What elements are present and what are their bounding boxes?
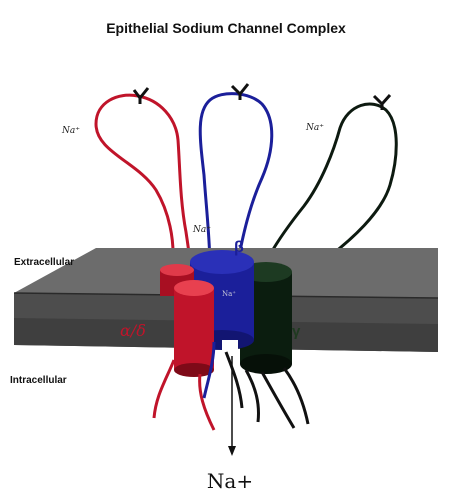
na-label-left: Na⁺ — [61, 126, 80, 136]
intracellular-label: Intracellular — [10, 375, 67, 386]
sodium-flow-arrowhead-icon — [228, 446, 236, 456]
na-label-right: Na⁺ — [305, 123, 324, 133]
alpha-delta-subunit — [174, 280, 214, 377]
diagram-title: Epithelial Sodium Channel Complex — [106, 20, 346, 36]
alpha-delta-label: α/δ — [120, 321, 146, 340]
glycosylation-y-icon-right — [374, 95, 390, 110]
gamma-tail-2 — [262, 372, 294, 428]
na-label-bottom: Na+ — [207, 469, 253, 493]
na-label-center: Na⁺ — [192, 225, 211, 235]
gamma-tail-1 — [246, 370, 259, 422]
gamma-label: γ — [292, 323, 301, 340]
glycosylation-y-icon-middle — [232, 84, 248, 100]
alpha-tail-1 — [154, 360, 174, 418]
na-label-pore: Na⁺ — [222, 290, 236, 298]
alpha-delta-extracellular-loop — [96, 95, 190, 270]
extracellular-label: Extracellular — [14, 257, 74, 268]
beta-label: β — [234, 239, 244, 256]
